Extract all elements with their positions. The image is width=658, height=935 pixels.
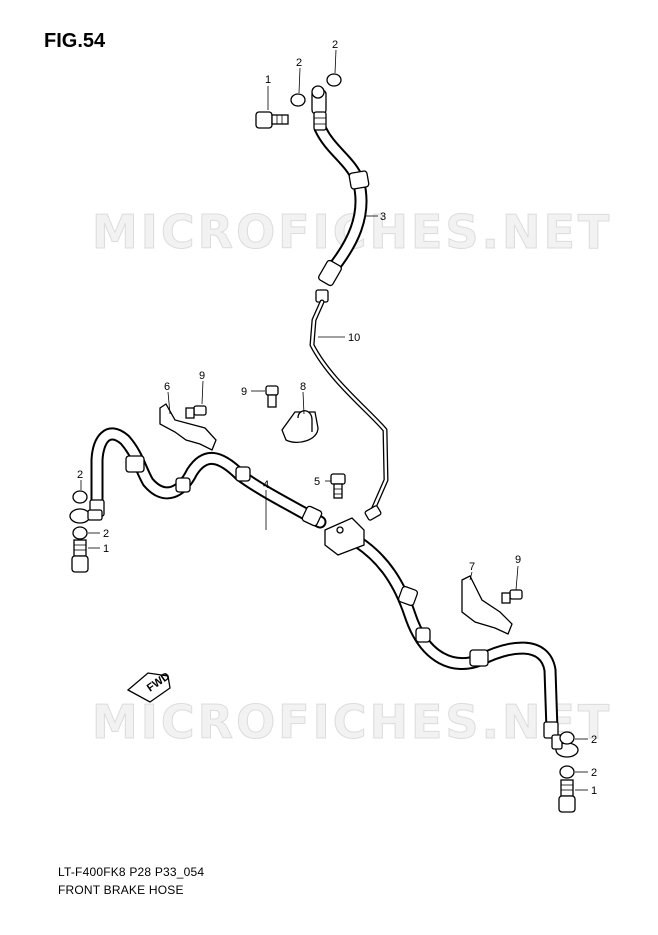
callout-2-left-b: 2 xyxy=(103,528,109,540)
figure-name: FRONT BRAKE HOSE xyxy=(58,883,184,897)
left-brake-hose xyxy=(89,427,327,529)
callout-1-top: 1 xyxy=(265,74,271,86)
three-way-joint xyxy=(324,517,365,556)
callout-5: 5 xyxy=(314,476,320,488)
bolt-5 xyxy=(330,473,346,499)
washer-2-top-b xyxy=(326,73,342,87)
right-brake-hose xyxy=(351,535,559,739)
watermark-bottom: MICROFICHES.NET xyxy=(92,695,612,749)
callout-2-right-b: 2 xyxy=(591,767,597,779)
callout-7: 7 xyxy=(469,561,475,573)
washer-2-right-b xyxy=(559,765,575,779)
callout-9-mid: 9 xyxy=(241,386,247,398)
callout-8: 8 xyxy=(300,381,306,393)
callout-1-left: 1 xyxy=(103,543,109,555)
washer-2-top-a xyxy=(290,93,306,107)
bracket-6 xyxy=(159,403,217,451)
leader-lines xyxy=(80,49,588,791)
callout-2-right-a: 2 xyxy=(591,734,597,746)
callout-10: 10 xyxy=(348,332,360,344)
washer-2-left-b xyxy=(72,526,88,540)
callout-2-left-a: 2 xyxy=(77,469,83,481)
callout-6: 6 xyxy=(164,381,170,393)
callout-9-right: 9 xyxy=(515,554,521,566)
upper-brake-hose xyxy=(311,85,370,303)
callout-9-left: 9 xyxy=(199,370,205,382)
callout-4: 4 xyxy=(263,479,269,491)
washer-2-left-a xyxy=(72,490,88,504)
bracket-7 xyxy=(461,575,513,635)
brake-pipe xyxy=(309,299,389,521)
bolt-1-right xyxy=(558,779,576,813)
bolt-9-right xyxy=(501,589,523,604)
callout-1-right: 1 xyxy=(591,785,597,797)
washer-2-right-a xyxy=(559,731,575,745)
bolt-1-top xyxy=(255,111,289,129)
bolt-9-middle xyxy=(265,385,279,408)
bolt-9-left xyxy=(185,405,207,419)
clamp-8 xyxy=(281,410,319,443)
callout-2-top-a: 2 xyxy=(296,57,302,69)
callout-3: 3 xyxy=(380,211,386,223)
bolt-1-left xyxy=(71,539,89,573)
figure-title: FIG.54 xyxy=(44,30,106,52)
callout-2-top-b: 2 xyxy=(332,39,338,51)
figure-code: LT-F400FK8 P28 P33_054 xyxy=(58,865,205,879)
banjo-left xyxy=(69,508,103,524)
